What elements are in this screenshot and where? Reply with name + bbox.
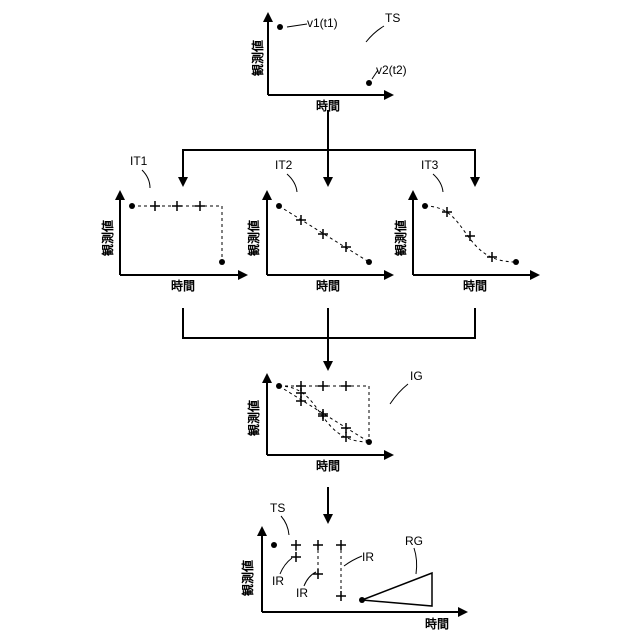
bottom-x-label: 時間 xyxy=(425,616,449,631)
it2-panel: 観測値 時間 IT2 xyxy=(246,158,392,293)
label-it2: IT2 xyxy=(275,158,293,172)
ig-plus-linear-3 xyxy=(341,423,351,433)
it3-y-label: 観測値 xyxy=(393,220,408,256)
leader-it1 xyxy=(142,170,150,188)
point-v2 xyxy=(366,80,372,86)
label-v1: v1(t1) xyxy=(307,16,338,30)
range-group-rg-triangle xyxy=(362,573,432,606)
label-v2: v2(t2) xyxy=(376,63,407,77)
ig-panel: 観測値 時間 IG xyxy=(246,369,423,473)
label-ir-mid: IR xyxy=(296,586,308,600)
it3-start-point xyxy=(422,203,428,209)
it2-x-label: 時間 xyxy=(316,278,340,293)
ir2-plus-bottom xyxy=(313,569,323,579)
label-ig: IG xyxy=(410,369,423,383)
ig-x-label: 時間 xyxy=(316,458,340,473)
it2-start-point xyxy=(276,203,282,209)
ir3-plus-bottom xyxy=(336,591,346,601)
point-v1 xyxy=(277,24,283,30)
top-time-series-panel: 観測値 時間 v1(t1) v2(t2) TS xyxy=(250,11,407,113)
leader-ir-left xyxy=(280,558,292,574)
it2-y-label: 観測値 xyxy=(246,220,261,256)
it1-plus-3 xyxy=(195,201,205,211)
flow-split-arrows xyxy=(183,110,475,185)
label-ts-top: TS xyxy=(385,11,400,25)
it2-end-point xyxy=(366,259,372,265)
leader-ir-right xyxy=(344,556,362,566)
it1-plus-1 xyxy=(150,201,160,211)
leader-ts-top xyxy=(366,26,384,42)
leader-it2 xyxy=(287,174,297,192)
leader-rg xyxy=(414,548,417,574)
ig-end-point xyxy=(366,439,372,445)
flow-merge-arrows xyxy=(182,308,476,369)
label-it3: IT3 xyxy=(421,158,439,172)
it1-start-point xyxy=(129,203,135,209)
bottom-y-label: 観測値 xyxy=(240,560,255,596)
label-ir-right: IR xyxy=(362,550,374,564)
it1-y-label: 観測値 xyxy=(100,220,115,256)
ig-plus-step-3 xyxy=(341,381,351,391)
it1-step-interpolation xyxy=(132,206,222,262)
ig-plus-curve-3 xyxy=(341,432,351,442)
it3-plus-2 xyxy=(465,231,475,241)
bottom-start-point xyxy=(271,542,277,548)
label-it1: IT1 xyxy=(130,154,148,168)
it1-x-label: 時間 xyxy=(171,278,195,293)
label-ir-left: IR xyxy=(272,574,284,588)
ig-y-label: 観測値 xyxy=(246,400,261,436)
it3-x-label: 時間 xyxy=(463,278,487,293)
label-ts-bottom: TS xyxy=(270,501,285,515)
it2-plus-2 xyxy=(318,229,328,239)
ir1-plus-bottom xyxy=(291,552,301,562)
ig-start-point xyxy=(276,383,282,389)
it2-plus-1 xyxy=(296,215,306,225)
leader-it3 xyxy=(433,174,443,192)
it1-plus-2 xyxy=(172,201,182,211)
ir2-plus-top xyxy=(313,540,323,550)
it2-plus-3 xyxy=(341,242,351,252)
label-rg: RG xyxy=(405,534,423,548)
leader-ig xyxy=(390,384,408,404)
leader-v1 xyxy=(287,24,307,27)
it1-end-point xyxy=(219,259,225,265)
it1-panel: 観測値 時間 IT1 xyxy=(100,154,246,293)
it3-panel: 観測値 時間 IT3 xyxy=(393,158,538,293)
ig-plus-step-2 xyxy=(318,381,328,391)
it3-plus-1 xyxy=(442,207,452,217)
leader-ts-bottom xyxy=(281,516,289,535)
bottom-range-panel: 観測値 時間 TS IR IR IR RG xyxy=(240,501,466,631)
it3-end-point xyxy=(513,259,519,265)
top-y-label: 観測値 xyxy=(250,40,265,76)
it3-plus-3 xyxy=(487,252,497,262)
ig-plus-linear-1 xyxy=(296,396,306,406)
ir3-plus-top xyxy=(336,540,346,550)
